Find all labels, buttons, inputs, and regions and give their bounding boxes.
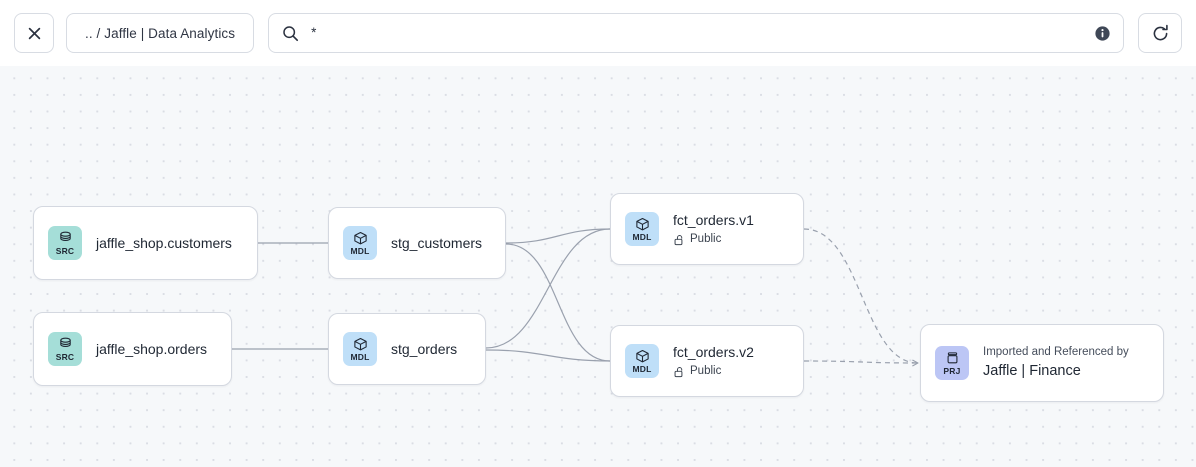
node-access-label: Public — [690, 365, 722, 377]
badge-mdl: MDL — [625, 344, 659, 378]
badge-code: MDL — [632, 231, 652, 242]
badge-mdl: MDL — [343, 226, 377, 260]
unlock-icon — [674, 234, 683, 245]
unlock-icon — [674, 366, 683, 377]
node-text: jaffle_shop.orders — [96, 341, 207, 358]
node-text: jaffle_shop.customers — [96, 235, 232, 252]
database-icon — [59, 337, 71, 347]
node-title: jaffle_shop.customers — [96, 234, 232, 251]
node-access: Public — [673, 365, 754, 378]
node-title: stg_customers — [391, 234, 483, 251]
badge-code: PRJ — [943, 365, 961, 376]
badge-mdl: MDL — [625, 212, 659, 246]
cube-icon — [353, 231, 367, 244]
node-title: jaffle_shop.orders — [96, 340, 208, 357]
node-pretitle: Imported and Referenced by — [983, 346, 1129, 358]
cube-icon — [353, 337, 367, 350]
node-text: stg_orders — [391, 341, 457, 358]
database-icon — [59, 231, 71, 241]
node-title: stg_orders — [391, 340, 458, 357]
badge-code: SRC — [55, 351, 75, 362]
badge-mdl: MDL — [343, 332, 377, 366]
node-title: fct_orders.v2 — [673, 344, 754, 360]
node-text: fct_orders.v2 Public — [673, 344, 754, 378]
cube-icon — [635, 217, 649, 230]
refresh-button[interactable] — [1138, 13, 1182, 53]
node-stg-customers[interactable]: MDL stg_customers — [328, 207, 506, 279]
badge-code: MDL — [632, 363, 652, 374]
node-access-label: Public — [690, 233, 722, 245]
node-stg-orders[interactable]: MDL stg_orders — [328, 313, 486, 385]
badge-code: SRC — [55, 245, 75, 256]
node-fct-orders-v1[interactable]: MDL fct_orders.v1 Public — [610, 193, 804, 265]
badge-prj: PRJ — [935, 346, 969, 380]
cube-icon — [635, 349, 649, 362]
node-title: fct_orders.v1 — [673, 212, 754, 228]
search-input[interactable]: * — [268, 13, 1124, 53]
badge-code: MDL — [350, 245, 370, 256]
badge-src: SRC — [48, 226, 82, 260]
node-src-customers[interactable]: SRC jaffle_shop.customers — [33, 206, 258, 280]
lineage-canvas[interactable]: SRC jaffle_shop.customers SRC jaffle_sho… — [0, 66, 1196, 467]
node-text: stg_customers — [391, 235, 482, 252]
close-icon — [28, 27, 40, 39]
node-text: Imported and Referenced by Jaffle | Fina… — [983, 345, 1129, 381]
badge-src: SRC — [48, 332, 82, 366]
project-icon — [947, 351, 957, 363]
badge-code: MDL — [350, 351, 370, 362]
search-input-value[interactable]: * — [311, 25, 317, 40]
node-title: Jaffle | Finance — [983, 363, 1081, 379]
close-button[interactable] — [14, 13, 54, 53]
node-prj-finance[interactable]: PRJ Imported and Referenced by Jaffle | … — [920, 324, 1164, 402]
breadcrumb[interactable]: .. / Jaffle | Data Analytics — [66, 13, 255, 53]
toolbar: .. / Jaffle | Data Analytics * — [0, 0, 1196, 66]
info-icon[interactable] — [1094, 25, 1111, 42]
search-icon — [283, 25, 299, 41]
node-text: fct_orders.v1 Public — [673, 212, 754, 246]
node-fct-orders-v2[interactable]: MDL fct_orders.v2 Public — [610, 325, 804, 397]
node-access: Public — [673, 233, 754, 246]
breadcrumb-label: .. / Jaffle | Data Analytics — [85, 25, 236, 41]
refresh-icon — [1153, 24, 1168, 40]
node-src-orders[interactable]: SRC jaffle_shop.orders — [33, 312, 232, 386]
